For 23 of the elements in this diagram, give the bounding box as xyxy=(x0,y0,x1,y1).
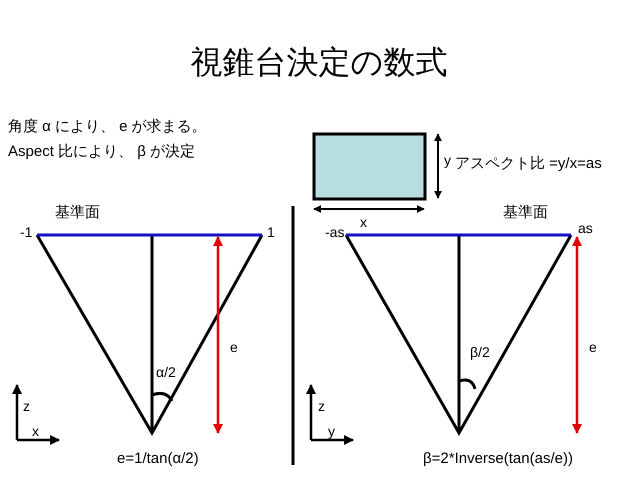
coordinate-label: -1 xyxy=(20,224,32,240)
screen-rectangle xyxy=(312,132,426,200)
note-text: 角度 α により、 e が求まる。 xyxy=(8,118,207,136)
coordinate-label: as xyxy=(578,220,593,236)
dimension-label: y xyxy=(444,152,451,168)
angle-label: β/2 xyxy=(470,344,490,360)
note-text: Aspect 比により、 β が決定 xyxy=(8,143,195,160)
title: 視錐台決定の数式 xyxy=(190,44,448,81)
distance-label: e xyxy=(230,339,238,356)
axis-label: x xyxy=(32,423,39,440)
formula-text: β=2*Inverse(tan(as/e)) xyxy=(423,450,573,468)
coordinate-label: 1 xyxy=(267,224,275,240)
axis-label: y xyxy=(328,423,335,440)
coordinate-label: -as xyxy=(325,224,344,240)
aspect-ratio-text: アスペクト比 =y/x=as xyxy=(455,155,602,172)
dimension-label: x xyxy=(360,214,367,230)
axis-label: z xyxy=(23,398,30,414)
angle-label: α/2 xyxy=(156,364,176,380)
plane-label: 基準面 xyxy=(55,204,100,222)
plane-label: 基準面 xyxy=(503,204,548,222)
distance-label: e xyxy=(589,339,597,356)
axis-label: z xyxy=(318,398,325,414)
formula-text: e=1/tan(α/2) xyxy=(117,450,199,468)
